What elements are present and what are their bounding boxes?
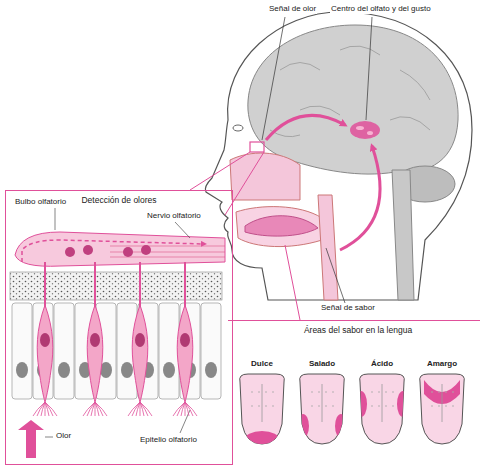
cilium xyxy=(83,402,95,416)
papilla xyxy=(272,391,274,393)
papilla xyxy=(452,391,454,393)
papilla xyxy=(311,405,313,407)
papilla xyxy=(371,405,373,407)
taste-area xyxy=(244,431,280,449)
cilium xyxy=(33,402,45,416)
cilium xyxy=(87,402,95,416)
part-label: Epitelio olfatorio xyxy=(140,436,197,445)
papilla xyxy=(431,405,433,407)
cilium xyxy=(37,402,45,416)
taste-area xyxy=(335,414,347,438)
panel-heading: Áreas del sabor en la lengua xyxy=(228,325,480,335)
papilla xyxy=(452,405,454,407)
papilla xyxy=(332,391,334,393)
median-groove xyxy=(262,384,263,422)
cilium xyxy=(132,402,140,416)
papilla xyxy=(385,405,387,407)
papilla xyxy=(325,391,327,393)
cilium xyxy=(185,402,197,416)
part-label: Señal de olor xyxy=(268,5,317,14)
papilla xyxy=(258,391,260,393)
part-label: Centro del olfato y del gusto xyxy=(330,5,432,14)
cilium xyxy=(91,402,95,416)
taste-area xyxy=(297,414,309,438)
cilium xyxy=(136,402,140,416)
papilla xyxy=(392,405,394,407)
papilla xyxy=(251,391,253,393)
median-groove xyxy=(322,384,323,422)
cilium xyxy=(173,402,185,416)
cilium xyxy=(41,402,45,416)
receptor-cell xyxy=(87,305,103,402)
receptor-cell xyxy=(177,305,193,402)
papilla xyxy=(371,391,373,393)
part-label: Olor xyxy=(56,432,71,441)
papilla xyxy=(431,391,433,393)
cell-nucleus xyxy=(135,333,145,347)
support-cell xyxy=(12,303,32,399)
cell-nucleus xyxy=(205,362,217,378)
inset-panel: Detección de olores xyxy=(5,190,233,465)
papilla xyxy=(265,405,267,407)
tongue xyxy=(420,374,465,444)
papilla xyxy=(325,405,327,407)
tongue-figures xyxy=(240,374,465,449)
taste-area xyxy=(244,431,280,449)
papilla xyxy=(258,405,260,407)
support-cell xyxy=(54,303,74,399)
cell-nucleus xyxy=(40,333,50,347)
support-cell xyxy=(159,303,179,399)
taste-name: Ácido xyxy=(371,360,393,369)
median-groove xyxy=(382,384,383,422)
median-groove xyxy=(442,384,443,422)
cilium xyxy=(95,402,107,416)
cilium xyxy=(45,402,57,416)
taste-area xyxy=(397,391,409,417)
papilla xyxy=(318,391,320,393)
cilium xyxy=(140,402,152,416)
taste-name: Amargo xyxy=(427,360,457,369)
papilla xyxy=(385,391,387,393)
taste-name: Salado xyxy=(309,360,335,369)
cell-nucleus xyxy=(58,362,70,378)
taste-area xyxy=(355,391,367,417)
part-label: Nervio olfatorio xyxy=(146,212,202,221)
papilla xyxy=(378,391,380,393)
papilla xyxy=(318,405,320,407)
papilla xyxy=(272,405,274,407)
cell-nucleus xyxy=(180,333,190,347)
papilla xyxy=(265,391,267,393)
taste-name: Dulce xyxy=(251,360,273,369)
support-cell xyxy=(201,303,221,399)
papilla xyxy=(251,405,253,407)
cell-nucleus xyxy=(163,362,175,378)
receptor-cell xyxy=(132,305,148,402)
papilla xyxy=(438,405,440,407)
papilla xyxy=(445,391,447,393)
cell-nucleus xyxy=(16,362,28,378)
part-label: Señal de sabor xyxy=(320,304,376,313)
olfactory-detail xyxy=(10,208,225,458)
cilium xyxy=(128,402,140,416)
cell-nucleus xyxy=(121,362,133,378)
receptor-cell xyxy=(37,305,53,402)
cilium xyxy=(181,402,185,416)
cell-nucleus xyxy=(90,333,100,347)
cilium xyxy=(177,402,185,416)
part-label: Bulbo olfatorio xyxy=(14,198,67,207)
papilla xyxy=(438,391,440,393)
papilla xyxy=(445,405,447,407)
papilla xyxy=(392,391,394,393)
papilla xyxy=(311,391,313,393)
papilla xyxy=(378,405,380,407)
papilla xyxy=(332,405,334,407)
taste-panel: Áreas del sabor en la lengua xyxy=(228,320,480,465)
